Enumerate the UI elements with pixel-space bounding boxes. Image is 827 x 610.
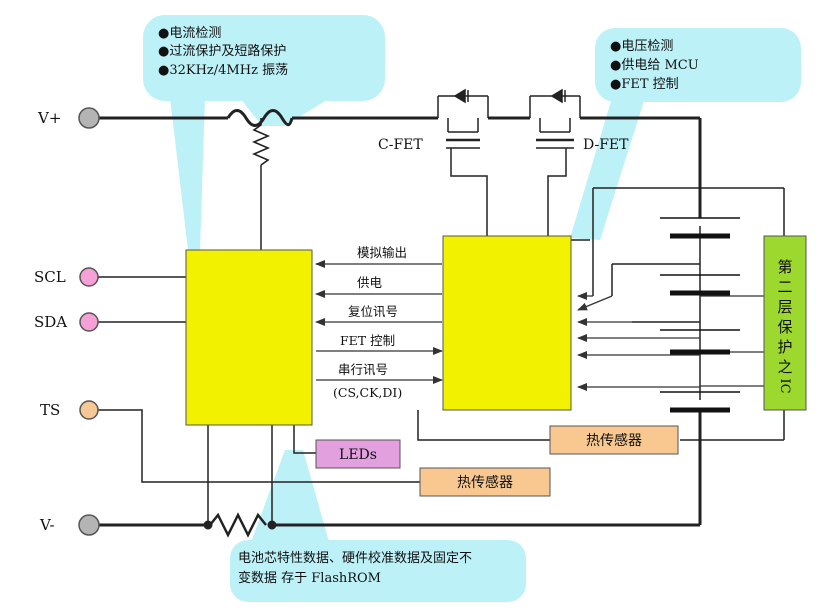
bottom-sense-resistor bbox=[203, 512, 277, 538]
sda-terminal bbox=[79, 312, 99, 332]
signal-arrows bbox=[315, 260, 764, 391]
leds-label: LEDs bbox=[339, 447, 377, 463]
fet-control-label: FET 控制 bbox=[340, 333, 395, 348]
vplus-label: V+ bbox=[37, 109, 61, 127]
vplus-terminal bbox=[78, 107, 100, 129]
callout-tl-line-3: ●32KHz/4MHz 振荡 bbox=[158, 63, 288, 78]
power-label: 供电 bbox=[357, 275, 383, 290]
terminals bbox=[78, 107, 100, 536]
vminus-terminal bbox=[78, 514, 100, 536]
thermal-sensor-1 bbox=[549, 425, 679, 455]
prot-char-2: 二 bbox=[777, 278, 792, 296]
c-fet-symbol bbox=[437, 88, 489, 156]
top-sense-resistor bbox=[226, 109, 294, 166]
thermal-sensor-1-label: 热传感器 bbox=[586, 432, 642, 449]
vminus-label: V- bbox=[39, 516, 55, 534]
callout-top-right bbox=[570, 28, 801, 240]
prot-char-1: 第 bbox=[777, 258, 792, 276]
callout-bottom-line-2: 变数据 存于 FlashROM bbox=[238, 570, 381, 586]
callout-tr-line-2: ●供电给 MCU bbox=[610, 58, 699, 73]
gas-gauge-chip bbox=[185, 249, 313, 426]
callout-tr-line-3: ●FET 控制 bbox=[610, 77, 679, 92]
prot-char-4: 保 bbox=[777, 318, 792, 336]
prot-char-6: 之 bbox=[777, 358, 792, 376]
serial-label: 串行讯号 bbox=[338, 362, 388, 377]
analog-out-label: 模拟输出 bbox=[357, 245, 407, 260]
callout-top-left bbox=[143, 15, 385, 250]
thermal-sensor-2-label: 热传感器 bbox=[457, 474, 513, 491]
prot-char-3: 层 bbox=[777, 298, 792, 316]
c-fet-label: C-FET bbox=[378, 137, 423, 153]
wires bbox=[98, 116, 785, 527]
prot-char-7: IC bbox=[777, 378, 792, 393]
callout-bottom-line-1: 电池芯特性数据、硬件校准数据及固定不 bbox=[238, 550, 472, 566]
battery-stack bbox=[660, 217, 740, 413]
scl-label: SCL bbox=[34, 268, 66, 286]
serial-pins-label: (CS,CK,DI) bbox=[333, 385, 402, 400]
callout-tl-line-2: ●过流保护及短路保护 bbox=[158, 43, 286, 59]
sda-label: SDA bbox=[34, 313, 67, 331]
callout-tl-line-1: ●电流检测 bbox=[158, 26, 221, 41]
protection-afe-chip bbox=[442, 235, 572, 411]
reset-label: 复位讯号 bbox=[348, 304, 398, 319]
d-fet-label: D-FET bbox=[583, 137, 629, 153]
d-fet-symbol bbox=[529, 88, 581, 156]
ts-terminal bbox=[79, 400, 99, 420]
callout-tr-line-1: ●电压检测 bbox=[610, 39, 673, 54]
second-protection-ic bbox=[763, 235, 807, 411]
prot-char-5: 护 bbox=[777, 338, 792, 356]
leds-block bbox=[315, 439, 401, 469]
thermal-sensor-2 bbox=[419, 467, 551, 497]
tap-arrow-2 bbox=[577, 295, 613, 311]
ts-label: TS bbox=[40, 401, 60, 419]
scl-terminal bbox=[79, 267, 99, 287]
